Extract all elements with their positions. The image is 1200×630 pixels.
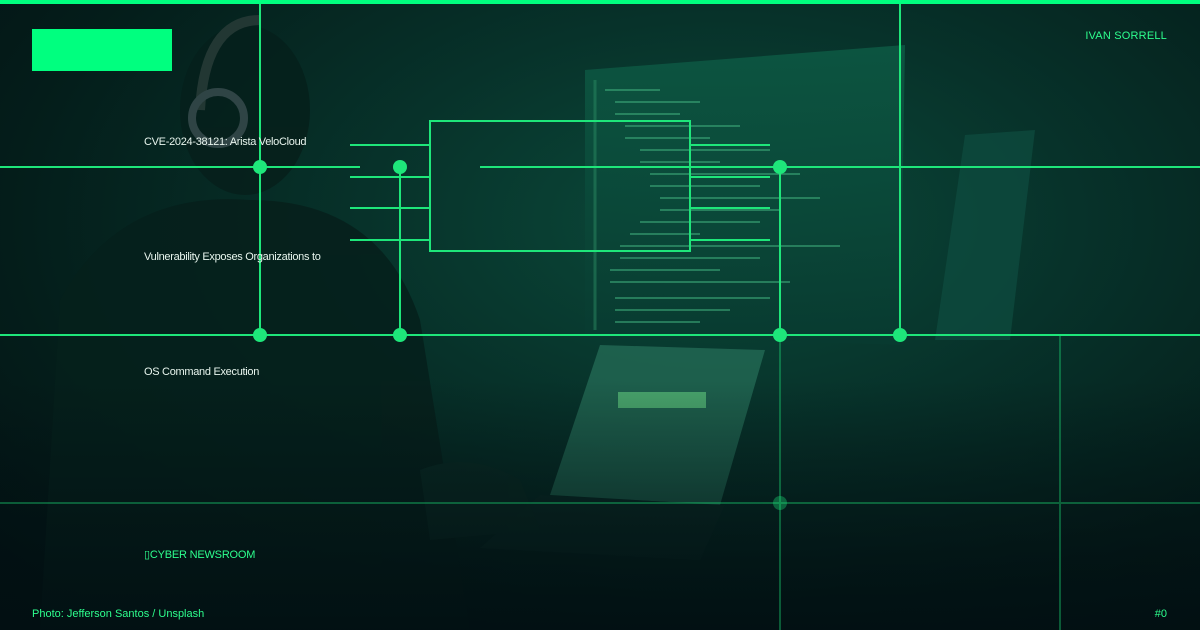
top-accent-bar: [0, 0, 1200, 4]
logo-block: [32, 29, 172, 71]
photo-credit: Photo: Jefferson Santos / Unsplash: [32, 608, 205, 620]
article-title-line-2: Vulnerability Exposes Organizations to: [144, 251, 321, 263]
headphones-illustration: [188, 15, 261, 148]
circuit-faded-lines: [0, 335, 1200, 630]
circuit-nodes: [253, 160, 907, 510]
author-name: IVAN SORRELL: [1085, 30, 1167, 42]
side-monitor-illustration: [935, 130, 1035, 340]
article-title-line-3: OS Command Execution: [144, 366, 260, 378]
article-title-line-1: CVE-2024-38121: Arista VeloCloud: [144, 136, 307, 148]
brand-name: CYBER NEWSROOM: [149, 549, 256, 561]
brand-label: ▯CYBER NEWSROOM: [144, 548, 255, 561]
page-number: #0: [1154, 608, 1167, 620]
newsroom-icon: ▯: [144, 549, 150, 561]
circuit-lines: [0, 0, 1200, 336]
